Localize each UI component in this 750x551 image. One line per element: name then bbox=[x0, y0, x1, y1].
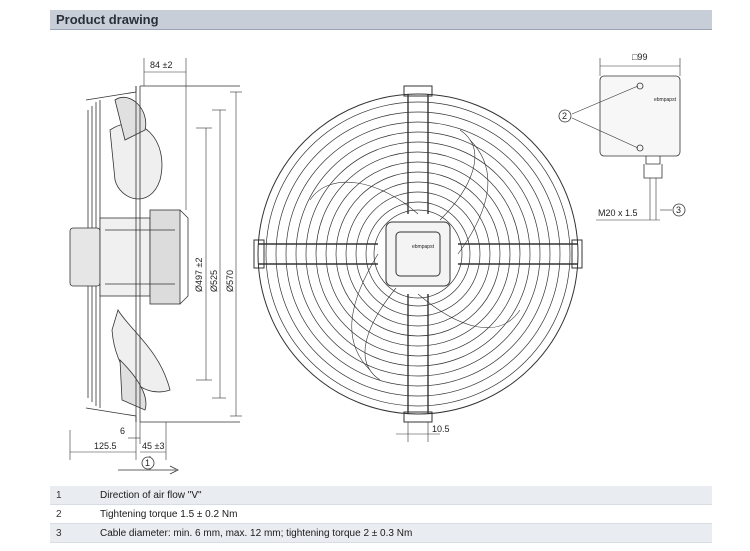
mounting-ring bbox=[135, 85, 240, 423]
notes-row: 2 Tightening torque 1.5 ± 0.2 Nm bbox=[50, 504, 712, 524]
note-number: 3 bbox=[50, 523, 94, 543]
note-number: 2 bbox=[50, 504, 94, 524]
dim-d3: Ø570 bbox=[225, 270, 235, 292]
slot-dimension bbox=[396, 422, 440, 442]
terminal-box-view bbox=[571, 58, 681, 221]
note-number: 1 bbox=[50, 486, 94, 505]
section-title: Product drawing bbox=[56, 12, 159, 27]
dim-cable-gland: M20 x 1.5 bbox=[598, 208, 638, 218]
side-view bbox=[69, 58, 242, 475]
callout-2-label: 2 bbox=[562, 111, 567, 121]
section-header: Product drawing bbox=[50, 10, 712, 30]
notes-row: 1 Direction of air flow "V" bbox=[50, 486, 712, 505]
notes-table: 1 Direction of air flow "V" 2 Tightening… bbox=[50, 486, 712, 543]
center-hub bbox=[385, 221, 451, 287]
dim-d2: Ø525 bbox=[209, 270, 219, 292]
dim-depth: 45 ±3 bbox=[142, 441, 164, 451]
dim-box-size: □99 bbox=[632, 52, 647, 62]
blades-side bbox=[109, 97, 171, 411]
bottom-dimensions bbox=[69, 422, 167, 460]
note-text: Cable diameter: min. 6 mm, max. 12 mm; t… bbox=[94, 523, 712, 543]
fan-blades-front bbox=[309, 129, 521, 381]
dim-slot: 10.5 bbox=[432, 424, 450, 434]
motor-hub bbox=[69, 209, 189, 305]
dim-thickness: 6 bbox=[120, 426, 125, 436]
callout-2-circle bbox=[558, 109, 572, 123]
product-drawing: 84 ±2 Ø497 ±2 Ø525 Ø570 6 125.5 45 ±3 1 bbox=[69, 52, 686, 475]
front-view bbox=[253, 85, 583, 442]
dim-hub-depth: 84 ±2 bbox=[150, 60, 172, 70]
callout-3-circle bbox=[672, 203, 686, 217]
top-dimension bbox=[143, 58, 187, 210]
callout-1-circle bbox=[141, 456, 155, 470]
callout-1-label: 1 bbox=[145, 458, 150, 468]
dim-left-offset: 125.5 bbox=[94, 441, 117, 451]
box-brand-mark: ebmpapst bbox=[654, 97, 677, 103]
mounting-feet bbox=[253, 85, 583, 423]
notes-row: 3 Cable diameter: min. 6 mm, max. 12 mm;… bbox=[50, 523, 712, 543]
guard-rings bbox=[257, 93, 579, 415]
vertical-dimensions bbox=[196, 91, 242, 417]
note-text: Tightening torque 1.5 ± 0.2 Nm bbox=[94, 504, 712, 524]
guard-spokes bbox=[258, 94, 578, 414]
callout-3-label: 3 bbox=[676, 205, 681, 215]
note-text: Direction of air flow "V" bbox=[94, 486, 712, 505]
dim-d1: Ø497 ±2 bbox=[194, 258, 204, 292]
hub-brand-mark: ebmpapst bbox=[412, 244, 435, 250]
